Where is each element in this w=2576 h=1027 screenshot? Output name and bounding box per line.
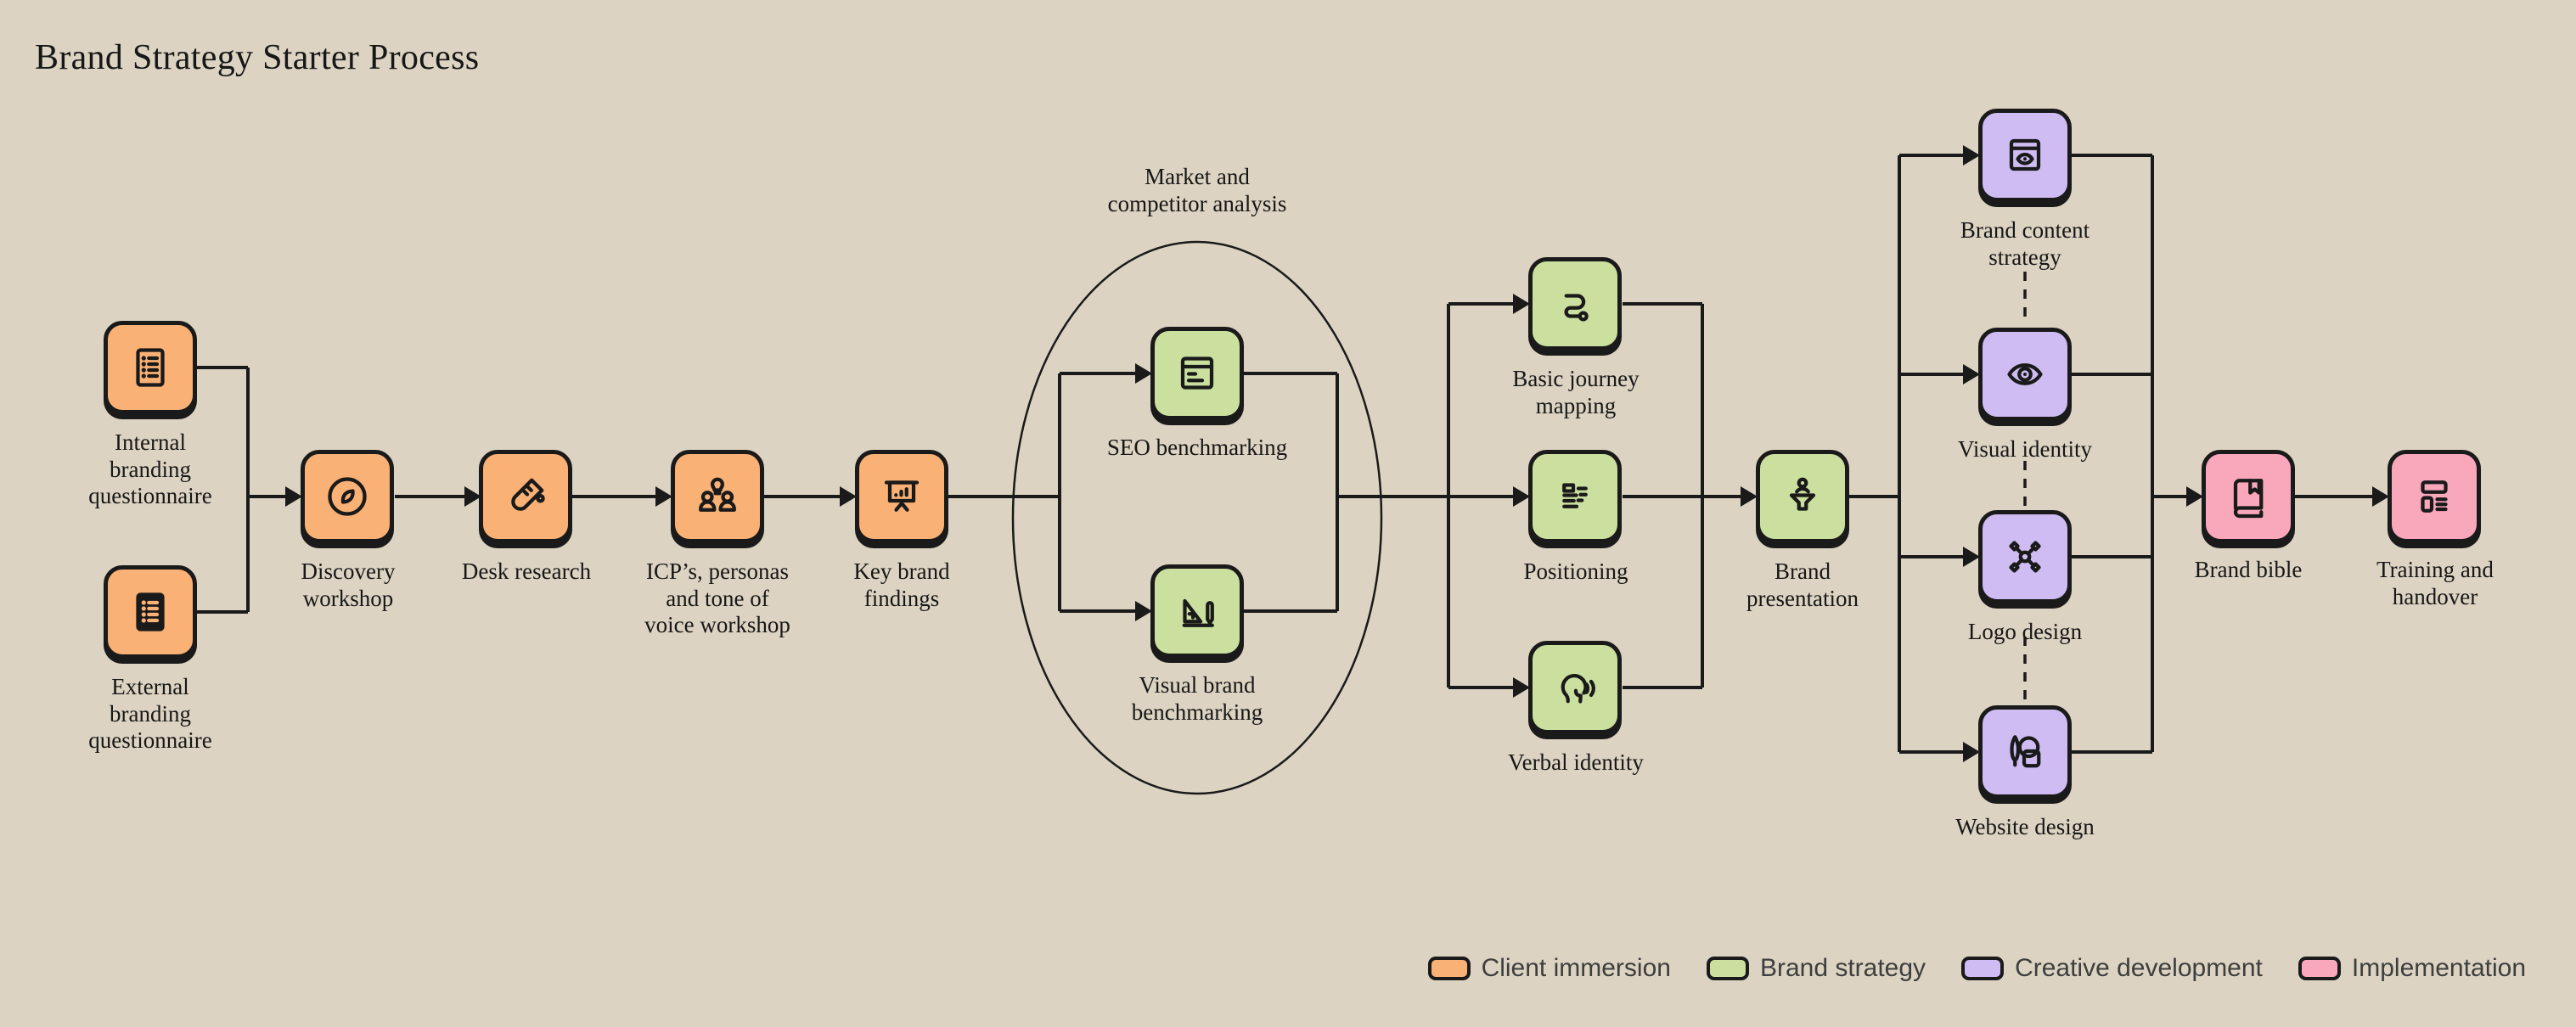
presentation-chart-icon <box>884 480 920 512</box>
legend-label-brand-strategy: Brand strategy <box>1759 954 1926 982</box>
label-visual-identity: Visual identity <box>1957 436 2093 462</box>
label-training-handover: Training and handover <box>2376 557 2494 609</box>
legend-label-creative-development: Creative development <box>2015 954 2263 982</box>
legend-swatch-client-immersion <box>1427 957 1471 980</box>
node-positioning[interactable] <box>1528 450 1622 543</box>
node-key-brand-findings[interactable] <box>855 450 948 543</box>
node-discovery-workshop[interactable] <box>301 450 394 543</box>
node-verbal-identity[interactable] <box>1528 641 1622 734</box>
vector-nodes-icon <box>2009 541 2041 573</box>
node-desk-research[interactable] <box>479 450 572 543</box>
label-brand-presentation: Brand presentation <box>1746 558 1859 611</box>
list-document-icon <box>136 348 165 387</box>
layout-blocks-icon <box>2421 480 2448 513</box>
legend: Client immersion Brand strategy Creative… <box>1427 954 2526 983</box>
label-discovery-workshop: Discovery workshop <box>301 558 396 611</box>
text-lines-icon <box>1562 483 1588 508</box>
label-internal-questionnaire: Internal branding questionnaire <box>88 429 212 509</box>
legend-item-creative-development: Creative development <box>1961 954 2263 983</box>
node-icp-personas-workshop[interactable] <box>671 450 764 543</box>
legend-label-implementation: Implementation <box>2351 954 2526 982</box>
test-tube-icon <box>511 478 545 511</box>
people-idea-icon <box>699 477 736 512</box>
market-analysis-ellipse <box>1011 240 1383 795</box>
node-brand-content-strategy[interactable] <box>1978 109 2072 202</box>
legend-label-client-immersion: Client immersion <box>1481 954 1671 982</box>
label-visual-brand-benchmarking: Visual brand benchmarking <box>1131 672 1263 725</box>
arrowheads <box>285 145 2389 762</box>
node-visual-identity[interactable] <box>1978 328 2072 421</box>
node-external-branding-questionnaire[interactable] <box>104 565 197 659</box>
label-website-design: Website design <box>1955 814 2095 839</box>
node-website-design[interactable] <box>1978 705 2072 799</box>
node-brand-bible[interactable] <box>2202 450 2295 543</box>
compass-icon <box>328 477 367 516</box>
legend-swatch-implementation <box>2298 957 2341 980</box>
label-positioning: Positioning <box>1523 558 1628 584</box>
set-square-pen-icon <box>1182 598 1214 627</box>
route-icon <box>1564 294 1589 322</box>
label-logo-design: Logo design <box>1967 619 2083 644</box>
node-logo-design[interactable] <box>1978 510 2072 603</box>
node-training-handover[interactable] <box>2388 450 2481 543</box>
book-bookmark-icon <box>2233 479 2264 519</box>
node-brand-presentation[interactable] <box>1756 450 1849 543</box>
list-document-filled-icon <box>136 592 165 631</box>
node-visual-brand-benchmarking[interactable] <box>1150 564 1244 658</box>
label-external-questionnaire: External branding questionnaire <box>88 674 212 754</box>
legend-item-implementation: Implementation <box>2298 954 2526 983</box>
legend-item-client-immersion: Client immersion <box>1427 954 1671 983</box>
connector-lines <box>197 154 2375 754</box>
talking-head-icon <box>1561 674 1595 704</box>
label-icp-personas: ICP’s, personas and tone of voice worksh… <box>644 558 790 638</box>
label-verbal-identity: Verbal identity <box>1508 749 1644 775</box>
label-desk-research: Desk research <box>461 558 592 584</box>
label-brand-bible: Brand bible <box>2194 557 2303 582</box>
presenter-podium-icon <box>1789 477 1816 511</box>
browser-eye-icon <box>2009 138 2041 171</box>
label-market-competitor-analysis: Market and competitor analysis <box>1107 164 1287 216</box>
legend-swatch-brand-strategy <box>1706 957 1749 980</box>
legend-item-brand-strategy: Brand strategy <box>1706 954 1926 983</box>
eye-icon <box>2007 363 2043 385</box>
node-basic-journey-mapping[interactable] <box>1528 257 1622 351</box>
legend-swatch-creative-development <box>1961 957 2005 980</box>
label-basic-journey-mapping: Basic journey mapping <box>1512 366 1640 418</box>
node-internal-branding-questionnaire[interactable] <box>104 321 197 414</box>
label-key-brand-findings: Key brand findings <box>853 558 950 611</box>
brush-shapes-icon <box>2010 735 2041 768</box>
label-seo-benchmarking: SEO benchmarking <box>1106 435 1288 460</box>
node-seo-benchmarking[interactable] <box>1150 327 1244 420</box>
diagram-title: Brand Strategy Starter Process <box>35 38 480 77</box>
browser-text-icon <box>1180 356 1214 390</box>
label-brand-content-strategy: Brand content strategy <box>1960 217 2090 270</box>
